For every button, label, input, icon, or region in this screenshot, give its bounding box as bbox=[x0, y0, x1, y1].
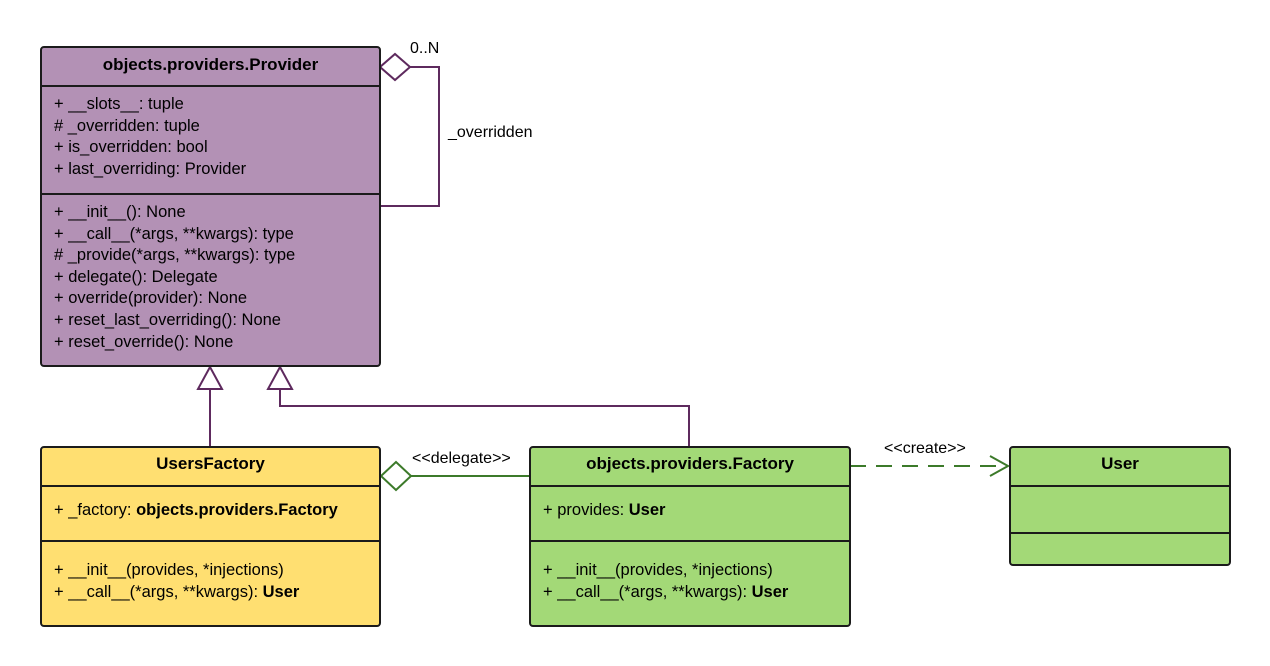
factory-inheritance-line bbox=[279, 389, 690, 446]
self-aggregation-diamond bbox=[378, 52, 412, 82]
provider-class[interactable]: objects.providers.Provider + __slots__: … bbox=[40, 46, 381, 367]
provider-attribute: + is_overridden: bool bbox=[54, 138, 208, 157]
delegate-diamond bbox=[379, 460, 413, 492]
user-class[interactable]: User bbox=[1009, 446, 1231, 566]
provider-class-title: objects.providers.Provider bbox=[42, 48, 379, 87]
provider-method: + override(provider): None bbox=[54, 289, 248, 308]
user-class-title: User bbox=[1011, 448, 1229, 487]
provider-methods: + __init__(): None + __call__(*args, **k… bbox=[42, 195, 379, 353]
user-methods bbox=[1011, 534, 1229, 564]
user-attributes bbox=[1011, 487, 1229, 534]
factory-method: + __call__(*args, **kwargs): User bbox=[543, 582, 789, 601]
provider-method: + __call__(*args, **kwargs): type bbox=[54, 224, 294, 243]
users-factory-method: + __call__(*args, **kwargs): User bbox=[54, 582, 300, 601]
provider-attribute: + last_overriding: Provider bbox=[54, 159, 247, 178]
provider-method: + __init__(): None bbox=[54, 203, 186, 221]
users-factory-method: + __init__(provides, *injections) bbox=[54, 561, 284, 579]
provider-method: + reset_override(): None bbox=[54, 332, 234, 351]
provider-method: + delegate(): Delegate bbox=[54, 267, 218, 286]
self-aggregation-line bbox=[380, 66, 440, 207]
users-factory-attributes: + _factory: objects.providers.Factory bbox=[42, 487, 379, 542]
users-factory-class-title: UsersFactory bbox=[42, 448, 379, 487]
users-factory-inheritance-arrow bbox=[196, 364, 224, 390]
users-factory-methods: + __init__(provides, *injections) + __ca… bbox=[42, 542, 379, 603]
create-dependency-arrowhead bbox=[989, 455, 1011, 477]
factory-method: + __init__(provides, *injections) bbox=[543, 561, 773, 579]
factory-attributes: + provides: User bbox=[531, 487, 849, 542]
create-label: <<create>> bbox=[884, 440, 966, 457]
factory-class[interactable]: objects.providers.Factory + provides: Us… bbox=[529, 446, 851, 627]
self-role-label: _overridden bbox=[448, 124, 533, 141]
delegate-label: <<delegate>> bbox=[412, 450, 511, 467]
factory-attribute: + provides: User bbox=[543, 501, 666, 519]
users-factory-attribute: + _factory: objects.providers.Factory bbox=[54, 501, 338, 519]
provider-method: + reset_last_overriding(): None bbox=[54, 310, 281, 329]
factory-class-title: objects.providers.Factory bbox=[531, 448, 849, 487]
factory-inheritance-arrow bbox=[266, 364, 294, 390]
self-multiplicity-label: 0..N bbox=[410, 40, 440, 57]
provider-attributes: + __slots__: tuple # _overridden: tuple … bbox=[42, 89, 379, 195]
factory-methods: + __init__(provides, *injections) + __ca… bbox=[531, 542, 849, 603]
users-factory-class[interactable]: UsersFactory + _factory: objects.provide… bbox=[40, 446, 381, 627]
provider-method: # _provide(*args, **kwargs): type bbox=[54, 246, 296, 265]
provider-attribute: + __slots__: tuple bbox=[54, 95, 184, 113]
provider-attribute: # _overridden: tuple bbox=[54, 116, 200, 135]
